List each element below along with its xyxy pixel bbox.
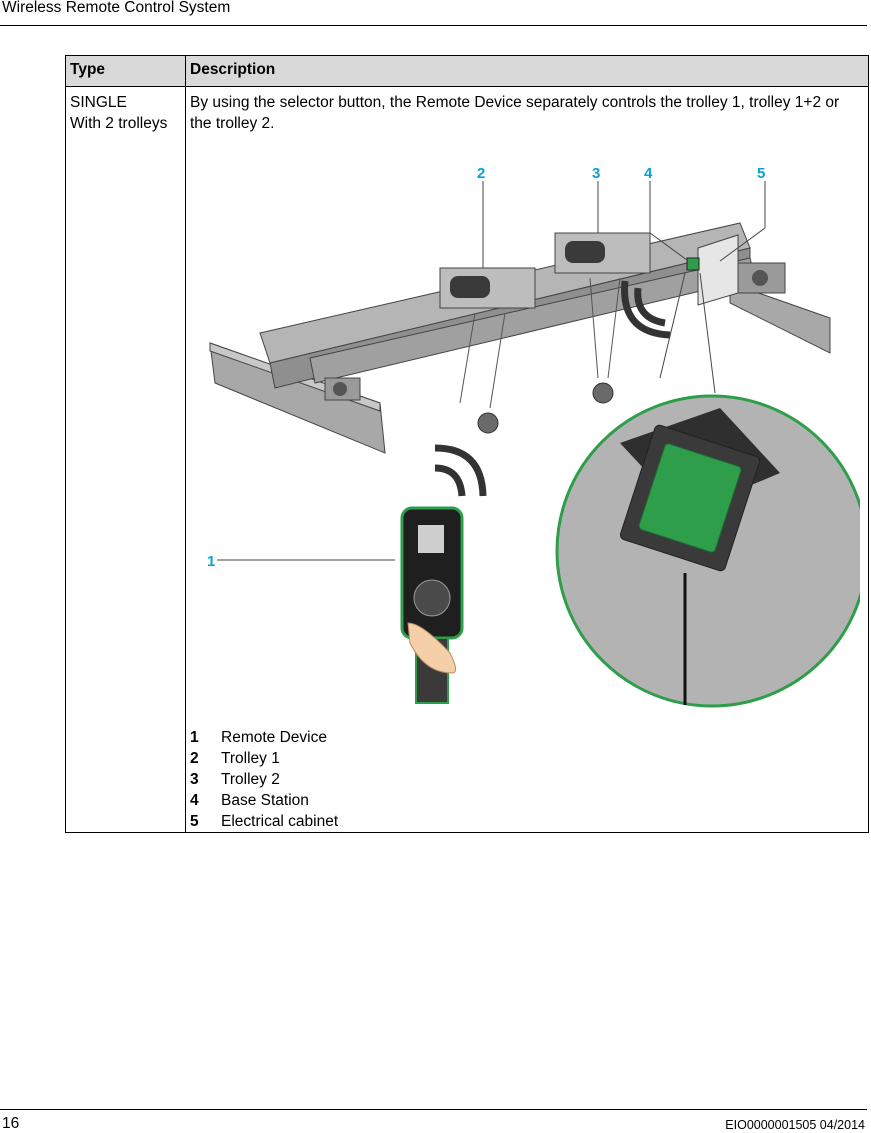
- trolley-2: [554, 232, 651, 404]
- header-title: Wireless Remote Control System: [2, 0, 231, 16]
- type-line-1: SINGLE: [70, 94, 127, 111]
- description-table: Type Description SINGLE With 2 trolleys …: [65, 55, 869, 833]
- remote-device-icon: [400, 506, 464, 704]
- figure-legend: 1 Remote Device 2 Trolley 1 3 Trolley 2: [190, 727, 864, 832]
- electrical-cabinet: [686, 234, 739, 306]
- trolley-1: [439, 267, 536, 434]
- page-number: 16: [2, 1115, 20, 1132]
- column-header-type: Type: [65, 55, 186, 87]
- remote-signal-icon: [434, 444, 487, 497]
- legend-item: 5 Electrical cabinet: [190, 813, 339, 830]
- legend-item: 3 Trolley 2: [190, 771, 280, 788]
- document-reference: EIO0000001505 04/2014: [725, 1118, 865, 1132]
- callout-2: 2: [477, 165, 486, 182]
- header-rule: [0, 25, 867, 26]
- footer-rule: [0, 1109, 867, 1110]
- callout-3: 3: [592, 165, 601, 182]
- type-cell: SINGLE With 2 trolleys: [65, 86, 186, 833]
- legend-item: 4 Base Station: [190, 792, 309, 809]
- base-station-closeup: [555, 394, 860, 708]
- type-line-2: With 2 trolleys: [70, 115, 168, 132]
- column-header-description: Description: [185, 55, 869, 87]
- legend-item: 1 Remote Device: [190, 729, 327, 746]
- table-row: SINGLE With 2 trolleys By using the sele…: [65, 86, 869, 833]
- callout-5: 5: [757, 165, 766, 182]
- callout-1: 1: [207, 553, 216, 570]
- table-header-row: Type Description: [65, 55, 869, 87]
- legend-item: 2 Trolley 1: [190, 750, 280, 767]
- callout-4: 4: [644, 165, 653, 182]
- base-station-icon: [686, 257, 700, 271]
- crane-illustration: 1 2 3 4 5: [190, 153, 860, 721]
- page-header: Wireless Remote Control System: [0, 0, 871, 26]
- wireless-signal-icon: [621, 280, 671, 339]
- description-text: By using the selector button, the Remote…: [190, 94, 840, 132]
- crane-drawing: [190, 153, 860, 721]
- description-cell: By using the selector button, the Remote…: [185, 86, 869, 833]
